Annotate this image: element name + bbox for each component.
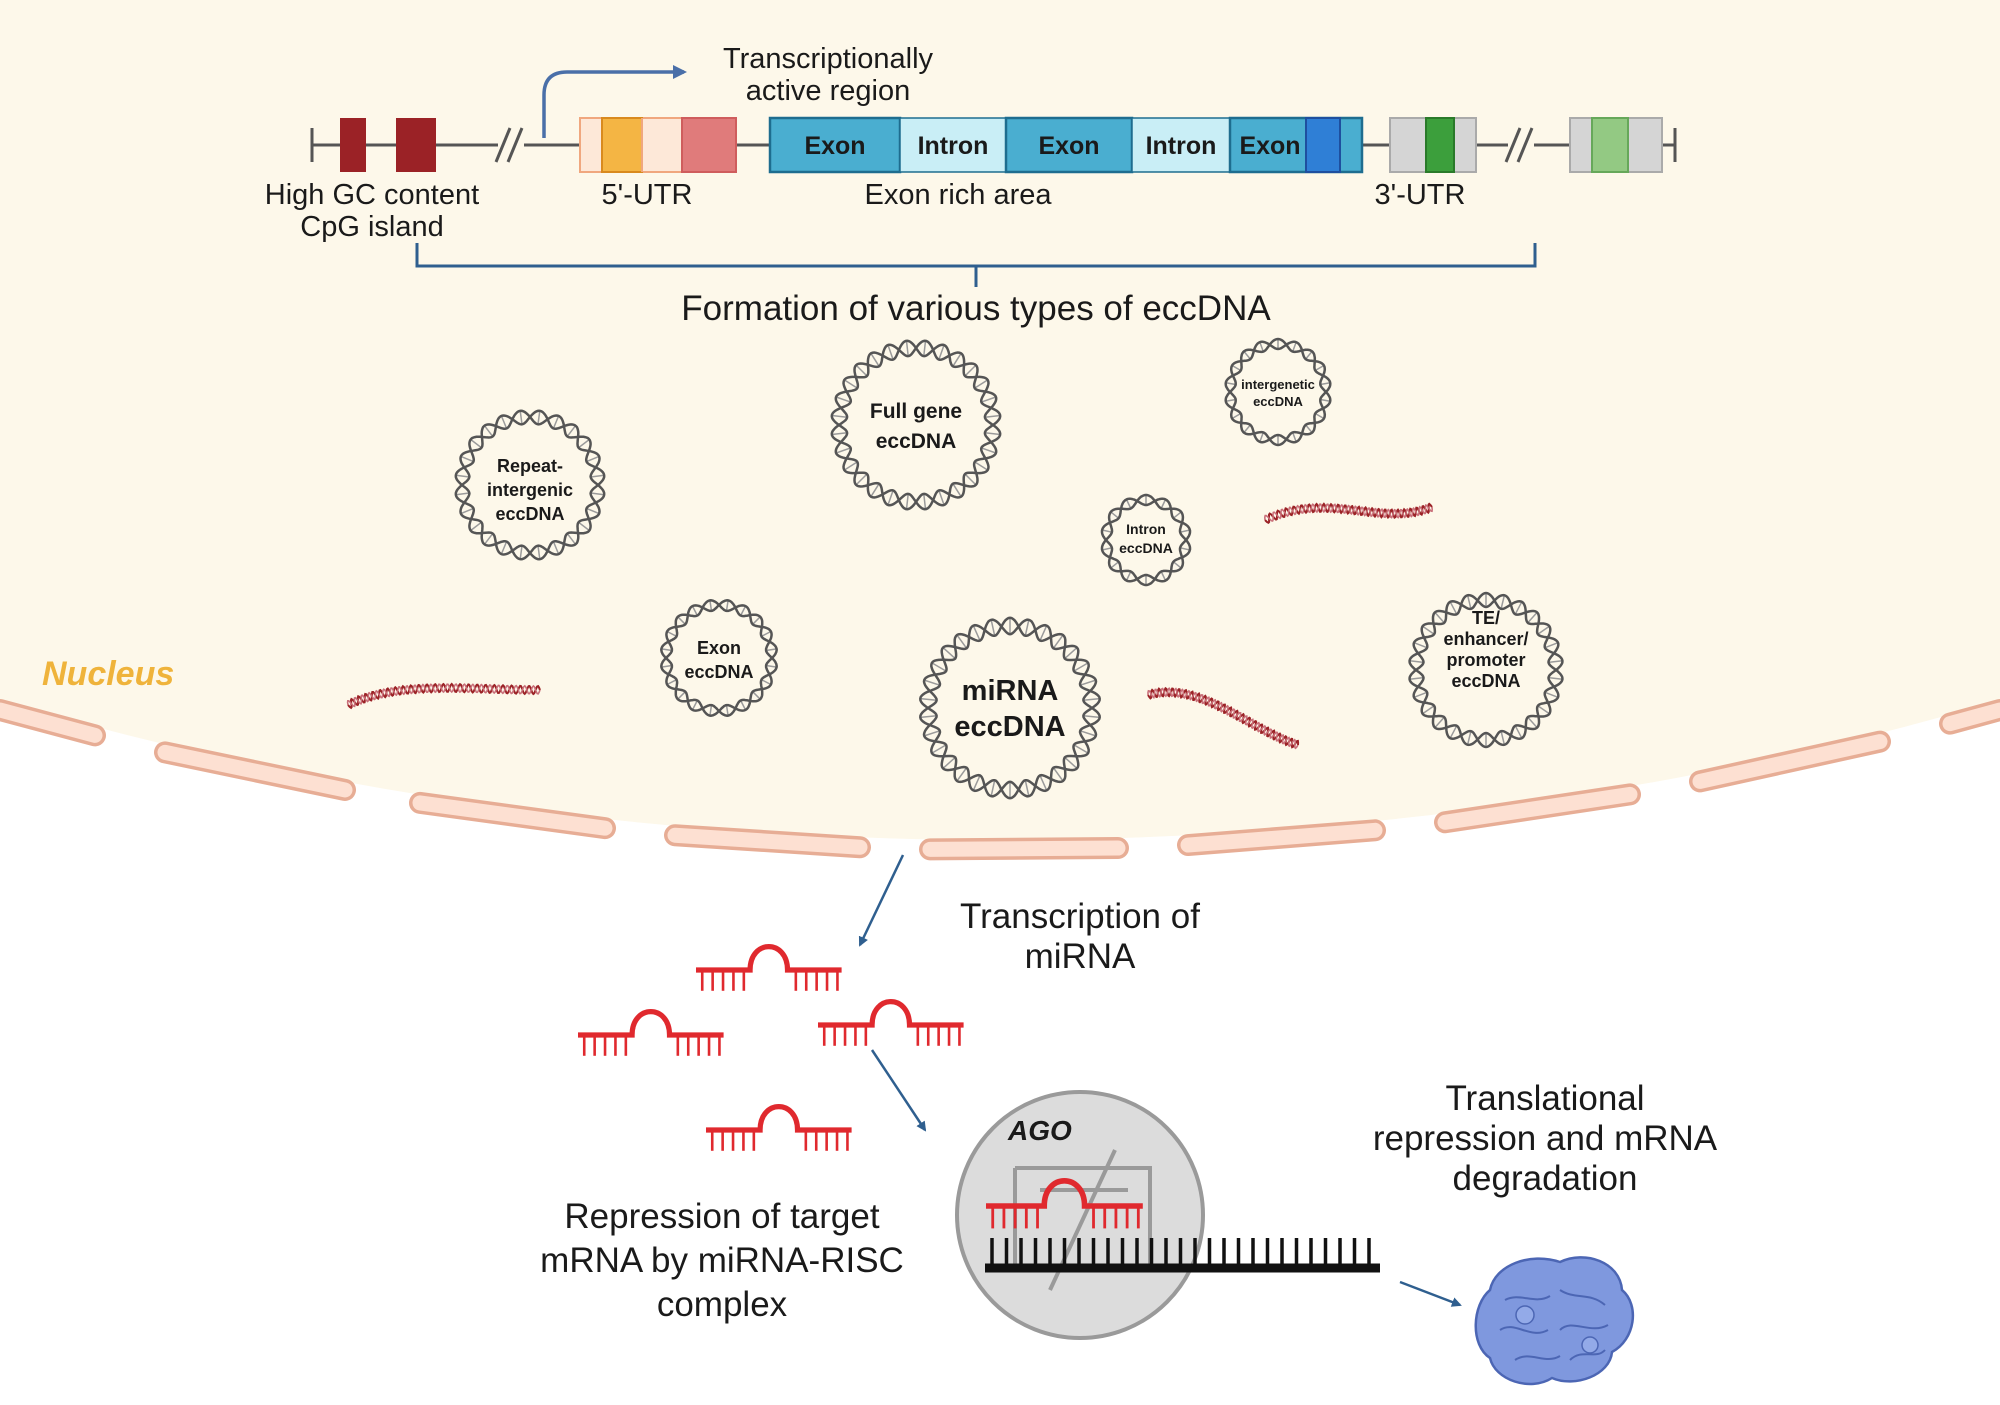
repression-label-2: mRNA by miRNA-RISC [540,1241,904,1280]
exon-label-1: Exon [804,132,865,160]
bound-mirna [986,1178,1143,1229]
utr5-label: 5'-UTR [602,179,693,211]
envelope-segment-fill [0,702,103,743]
fullgene-eccdna-label-2: eccDNA [876,430,957,453]
intron-eccdna-label-1: Intron [1126,521,1166,537]
fullgene-eccdna-label-1: Full gene [870,400,962,423]
repression-label-1: Repression of target [564,1197,879,1236]
mirna-eccdna-circle [919,616,1101,800]
exon-eccdna-label-2: eccDNA [684,662,753,682]
te-eccdna-label-1: TE/ [1472,608,1500,628]
mirna-hairpin-2 [578,1009,724,1056]
bound-mirna-hairpin [986,1178,1143,1229]
translational-label-2: repression and mRNA [1373,1119,1718,1158]
translational-label-3: degradation [1453,1159,1638,1198]
utr5-red-block [681,117,737,173]
fullgene-eccdna-circle [830,339,1002,511]
te-eccdna-label-3: promoter [1446,650,1525,670]
cpg-block-2 [396,118,436,172]
transcription-arrow [858,854,905,947]
repression-label-3: complex [657,1285,788,1324]
linear-dna-2 [1147,686,1300,750]
repeat-eccdna-label-1: Repeat- [497,456,563,476]
exon-label-2: Exon [1038,132,1099,160]
exon-segment-2 [1004,116,1134,174]
transcription-label-2: miRNA [1025,937,1136,976]
intron-label-2: Intron [1146,132,1217,160]
exon-eccdna-circle [660,599,778,717]
mirna-group [578,944,964,1151]
break-mark-left [494,127,524,163]
exon-segment-1 [768,116,902,174]
repeat-eccdna-label-3: eccDNA [495,504,564,524]
intron-segment-1 [899,117,1007,173]
cpg-block-1 [340,118,366,172]
exon-rich-label: Exon rich area [865,179,1053,211]
utr3-green-block [1425,117,1455,173]
formation-title: Formation of various types of eccDNA [681,289,1271,328]
risc-complex: AGO [955,1090,1380,1340]
ago-protein-circle [955,1090,1205,1340]
envelope-segment-fill [1692,734,1888,789]
te-eccdna-label-2: enhancer/ [1443,629,1528,649]
formation-bracket [415,243,1537,287]
intron-eccdna-circle [1100,493,1192,587]
eccdna-labels: Repeat- intergenic eccDNA Full gene eccD… [487,377,1529,743]
envelope-segment-fill [1942,702,2000,732]
envelope-segment-fill [922,840,1126,857]
transcription-label-1: Transcription of [960,897,1200,936]
break-mark-right [1504,127,1534,163]
intron-eccdna-label-2: eccDNA [1119,540,1173,556]
target-mrna [985,1238,1380,1273]
gene-map: Exon Intron Exon Intron Exon Transcripti… [265,43,1677,287]
exon-eccdna-label-1: Exon [697,638,741,658]
nucleus-label: Nucleus [42,655,174,693]
cpg-label-2: CpG island [300,211,443,243]
active-region-label-1: Transcriptionally [723,43,934,75]
cpg-label-1: High GC content [265,179,479,211]
mirna-hairpin-3 [818,999,964,1046]
active-region-label-2: active region [746,75,910,107]
repeat-eccdna-circle [454,409,606,561]
exon-label-3: Exon [1239,132,1300,160]
envelope-segment-fill [667,827,868,855]
degraded-protein [1474,1256,1635,1386]
transcription-start-arrow [542,65,687,138]
mirna-eccdna-label-1: miRNA [962,675,1059,707]
envelope-segment-fill [412,795,613,836]
utr3-green-light-block [1591,117,1629,173]
intron-label-1: Intron [918,132,989,160]
ago-label: AGO [1007,1115,1072,1146]
repeat-eccdna-label-2: intergenic [487,480,573,500]
degradation-arrow [1399,1280,1462,1307]
intergenetic-eccdna-label-2: eccDNA [1253,394,1303,409]
linear-dna-3 [1263,502,1434,525]
nuclear-envelope [0,699,2000,861]
eccdna-group [454,337,1564,800]
te-eccdna-label-4: eccDNA [1451,671,1520,691]
envelope-segment-fill [1180,822,1383,853]
te-eccdna-circle [1408,591,1564,749]
translational-label-1: Translational [1445,1079,1644,1118]
risc-arrow [870,1049,927,1132]
utr3-label: 3'-UTR [1375,179,1466,211]
mirna-hairpin-1 [696,944,842,991]
intergenetic-eccdna-circle [1224,337,1332,447]
linear-dna-group [346,502,1434,750]
envelope-segment-fill [1437,786,1638,830]
envelope-segment-fill [157,744,353,798]
mirna-hairpin-4 [706,1104,852,1151]
mirna-eccdna-label-2: eccDNA [954,711,1065,743]
linear-dna-1 [346,682,541,710]
utr5-orange-block [601,117,643,173]
intergenetic-eccdna-label-1: intergenetic [1241,377,1315,392]
exon-blue-block [1305,117,1341,173]
